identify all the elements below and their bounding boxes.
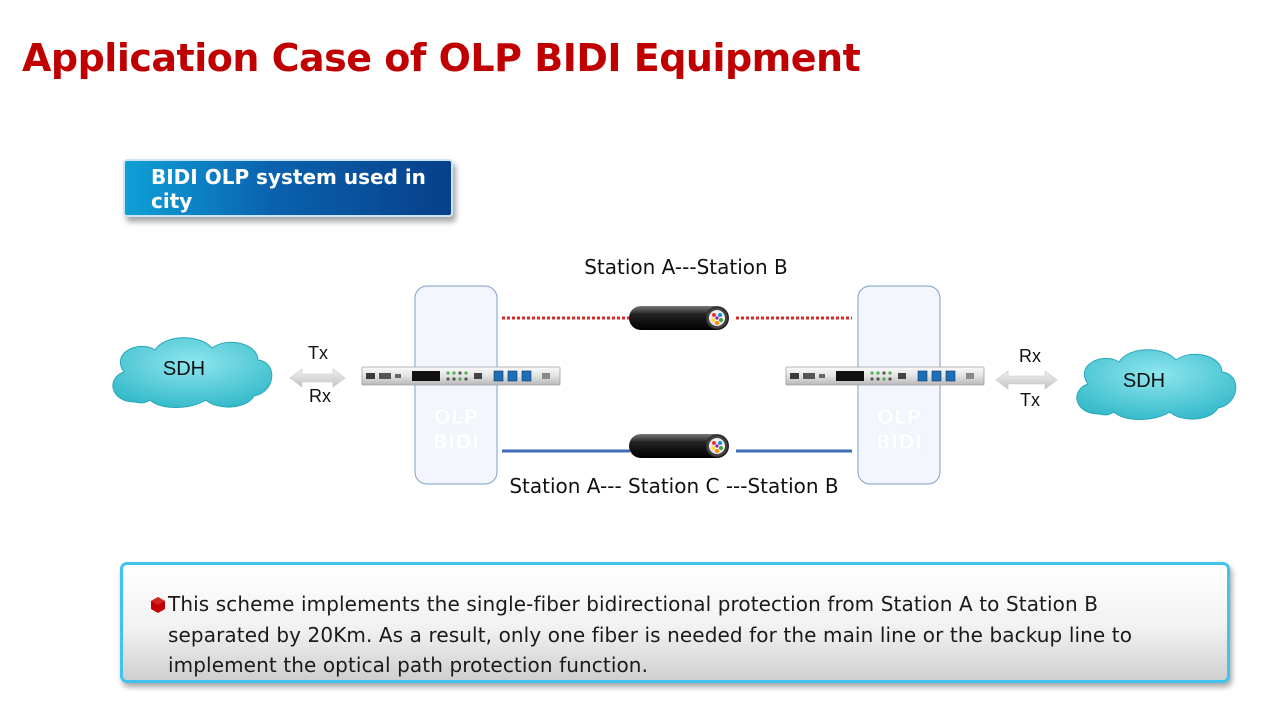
slide-title: Application Case of OLP BIDI Equipment (22, 36, 861, 80)
left-rx-label: Rx (309, 386, 331, 406)
right-panel-label-1: OLP (877, 405, 921, 429)
bottom-link-label: Station A--- Station C ---Station B (509, 474, 838, 498)
right-rx-label: Rx (1019, 346, 1041, 366)
fiber-cable-icon (628, 433, 730, 459)
section-badge: BIDI OLP system used in city (123, 159, 453, 217)
top-link-label: Station A---Station B (584, 255, 788, 279)
network-diagram: OLP BIDI OLP BIDI Station A---Station B … (112, 255, 1237, 498)
right-tx-label: Tx (1020, 390, 1040, 410)
badge-text: BIDI OLP system used in city (151, 165, 426, 213)
double-arrow-icon (995, 370, 1058, 390)
left-panel-label-2: BIDI (433, 430, 480, 454)
left-tx-label: Tx (308, 343, 328, 363)
hexagon-bullet-icon (151, 597, 165, 613)
left-panel-label-1: OLP (434, 405, 478, 429)
left-cloud-label: SDH (163, 358, 205, 380)
rack-device-icon (361, 366, 561, 386)
fiber-cable-icon (628, 305, 730, 331)
double-arrow-icon (289, 368, 346, 388)
info-box: This scheme implements the single-fiber … (120, 562, 1230, 683)
cloud-icon (1076, 349, 1237, 420)
rack-device-icon (785, 366, 985, 386)
cloud-icon (112, 337, 273, 408)
right-cloud-label: SDH (1123, 370, 1165, 392)
right-panel-label-2: BIDI (876, 430, 923, 454)
info-text: This scheme implements the single-fiber … (168, 592, 1133, 677)
